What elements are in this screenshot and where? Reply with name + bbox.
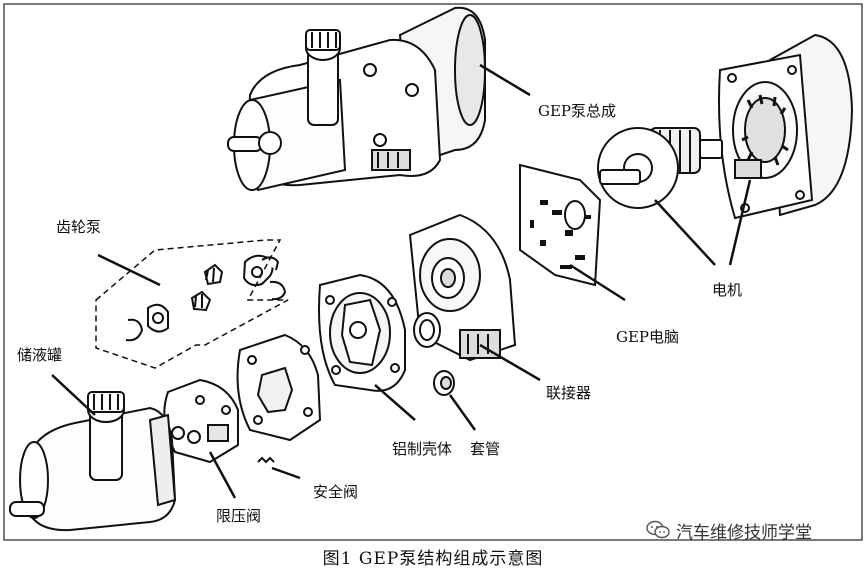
pump-cover-drawing — [236, 333, 322, 442]
label-gep-ecu: GEP电脑 — [616, 328, 679, 346]
leader-lines — [51, 63, 752, 499]
reservoir-drawing — [9, 391, 177, 532]
wechat-logo-icon — [646, 520, 670, 539]
label-aluminum-housing: 铝制壳体 — [392, 440, 452, 458]
watermark: 汽车维修技师学堂 — [646, 518, 856, 543]
label-sleeve: 套管 — [470, 440, 500, 458]
sleeve-drawing — [433, 370, 455, 396]
connector-plate-drawing — [408, 213, 517, 362]
label-gep-pump-assembly: GEP泵总成 — [538, 102, 616, 120]
label-connector: 联接器 — [546, 384, 591, 402]
gear-pump-parts-drawing — [125, 254, 287, 342]
aluminum-housing-drawing — [318, 273, 406, 392]
figure-frame — [3, 3, 863, 541]
pressure-limit-valve-drawing — [163, 378, 239, 464]
label-pressure-limit-valve: 限压阀 — [216, 507, 261, 525]
label-reservoir: 储液罐 — [17, 346, 62, 364]
gep-ecu-drawing — [519, 163, 602, 287]
safety-valve-drawing — [257, 456, 275, 464]
label-motor: 电机 — [712, 281, 742, 299]
figure-caption: 图1 GEP泵结构组成示意图 — [322, 549, 544, 569]
label-gear-pump: 齿轮泵 — [56, 218, 101, 236]
gep-pump-assembly-drawing — [227, 6, 486, 192]
watermark-text: 汽车维修技师学堂 — [676, 522, 812, 543]
gear-pump-dashed-boundary — [95, 239, 289, 369]
motor-drawing — [597, 33, 854, 220]
label-safety-valve: 安全阀 — [313, 483, 358, 501]
